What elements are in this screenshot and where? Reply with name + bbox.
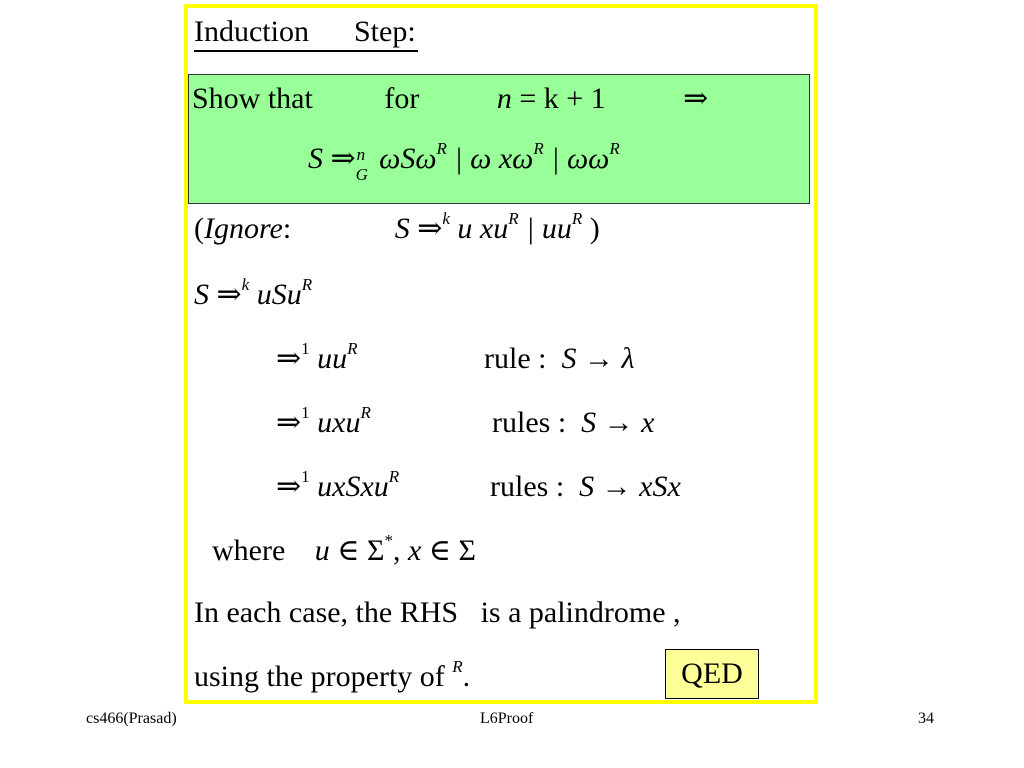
slide-frame [184, 4, 818, 704]
conclusion-line-1: In each case, the RHS is a palindrome , [194, 596, 681, 629]
step-1-derivation: ⇒1 uuR [276, 339, 358, 375]
qed-box: QED [665, 649, 759, 699]
conclusion-line-2: using the property of R. [194, 657, 471, 693]
s-derive-line: S ⇒k uSuR [194, 275, 313, 311]
show-that-line: Show that for n = k + 1 ⇒ [192, 82, 709, 115]
qed-label: QED [681, 657, 743, 690]
footer-page-number: 34 [918, 710, 934, 727]
where-line: where u ∈ Σ*, x ∈ Σ [212, 531, 476, 567]
step-3-rule: rules : S → xSx [490, 470, 681, 503]
footer-title: L6Proof [480, 710, 534, 727]
step-3-derivation: ⇒1 uxSxuR [276, 467, 400, 503]
highlight-box [188, 74, 810, 204]
footer-author: cs466(Prasad) [86, 710, 177, 727]
slide-heading: Induction Step: [194, 14, 418, 52]
step-2-derivation: ⇒1 uxuR [276, 403, 371, 439]
ignore-line: (Ignore: S ⇒k u xuR | uuR ) [194, 209, 600, 245]
step-2-rule: rules : S → x [492, 406, 655, 439]
step-1-rule: rule : S → λ [484, 342, 635, 375]
